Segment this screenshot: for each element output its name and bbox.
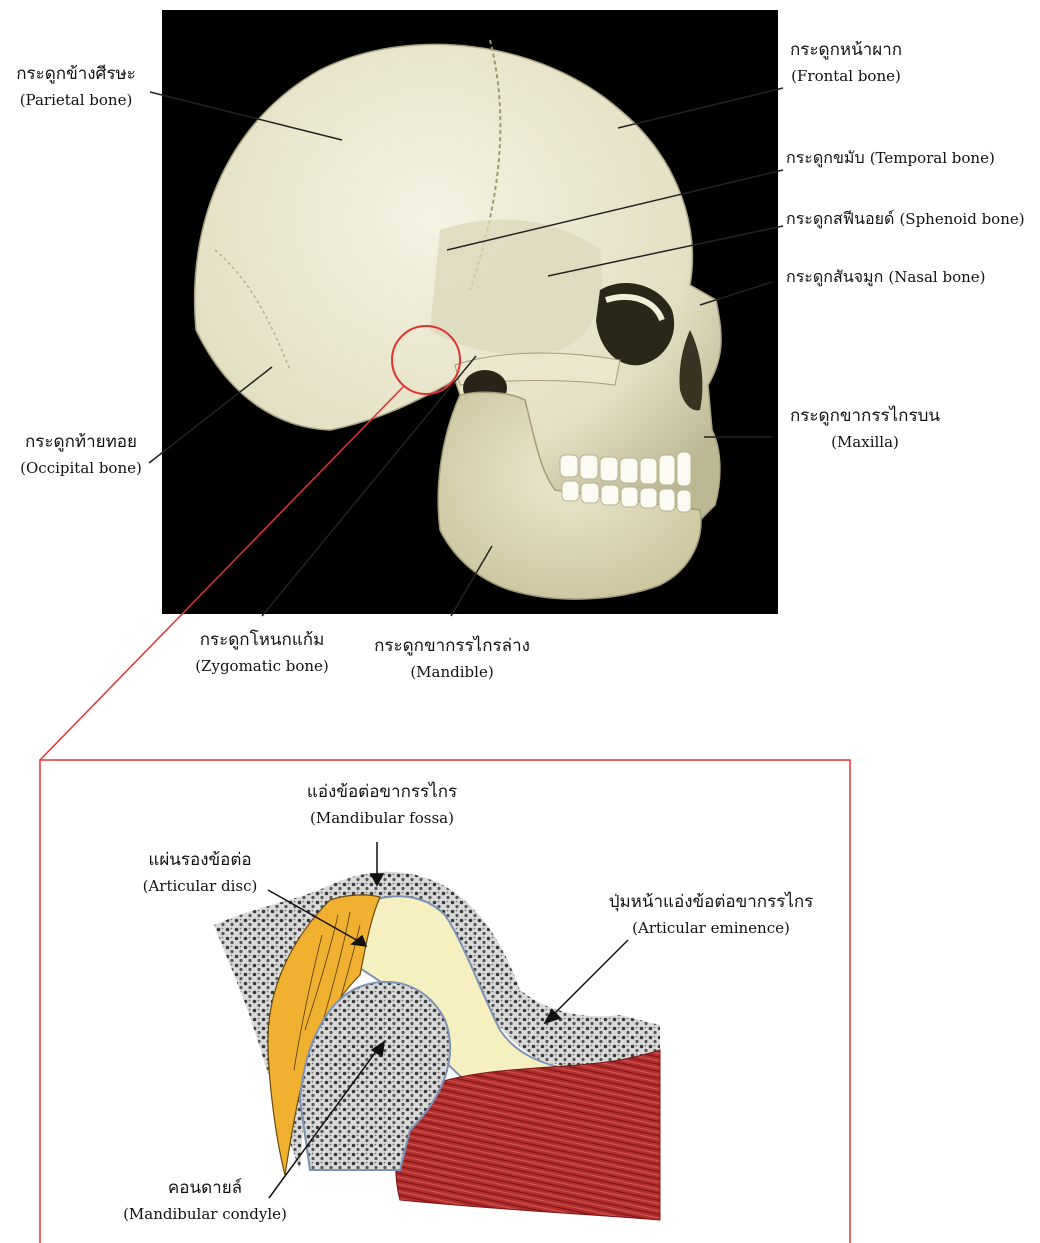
label-articular-disc: แผ่นรองข้อต่อ (Articular disc) [130,852,270,894]
label-nasal-english: (Nasal bone) [888,268,985,286]
label-mandibular-condyle: คอนดายล์ (Mandibular condyle) [112,1180,298,1222]
label-frontal-bone: กระดูกหน้าผาก (Frontal bone) [776,42,916,84]
label-sphenoid-bone: กระดูกสฟีนอยด์ (Sphenoid bone) [786,207,1025,232]
tmj-cross-section [214,872,660,1220]
label-mandibular-fossa: แอ่งข้อต่อขากรรไกร (Mandibular fossa) [292,784,472,826]
label-eminence-thai: ปุ่มหน้าแอ่งข้อต่อขากรรไกร [596,894,826,911]
label-condyle-thai: คอนดายล์ [112,1180,298,1197]
label-mandible: กระดูกขากรรไกรล่าง (Mandible) [362,638,542,680]
label-zygomatic-bone: กระดูกโหนกแก้ม (Zygomatic bone) [182,632,342,674]
label-parietal-thai: กระดูกข้างศีรษะ [6,66,146,83]
label-parietal-english: (Parietal bone) [6,93,146,108]
label-nasal-bone: กระดูกสันจมูก (Nasal bone) [786,265,986,290]
label-fossa-english: (Mandibular fossa) [292,811,472,826]
label-frontal-thai: กระดูกหน้าผาก [776,42,916,59]
label-zygomatic-english: (Zygomatic bone) [182,659,342,674]
label-temporal-thai: กระดูกขมับ [786,148,865,167]
label-nasal-thai: กระดูกสันจมูก [786,267,883,286]
label-temporal-english: (Temporal bone) [870,149,995,167]
label-occipital-bone: กระดูกท้ายทอย (Occipital bone) [8,434,154,476]
label-articular-eminence: ปุ่มหน้าแอ่งข้อต่อขากรรไกร (Articular em… [596,894,826,936]
label-maxilla-english: (Maxilla) [780,435,950,450]
label-disc-english: (Articular disc) [130,879,270,894]
label-zygomatic-thai: กระดูกโหนกแก้ม [182,632,342,649]
label-occipital-thai: กระดูกท้ายทอย [8,434,154,451]
label-temporal-bone: กระดูกขมับ (Temporal bone) [786,146,995,171]
label-maxilla-thai: กระดูกขากรรไกรบน [780,408,950,425]
label-frontal-english: (Frontal bone) [776,69,916,84]
label-mandible-english: (Mandible) [362,665,542,680]
temporal-region [430,220,603,354]
label-mandible-thai: กระดูกขากรรไกรล่าง [362,638,542,655]
label-parietal-bone: กระดูกข้างศีรษะ (Parietal bone) [6,66,146,108]
label-maxilla: กระดูกขากรรไกรบน (Maxilla) [780,408,950,450]
label-occipital-english: (Occipital bone) [8,461,154,476]
label-condyle-english: (Mandibular condyle) [112,1207,298,1222]
label-eminence-english: (Articular eminence) [596,921,826,936]
label-sphenoid-english: (Sphenoid bone) [899,210,1024,228]
label-fossa-thai: แอ่งข้อต่อขากรรไกร [292,784,472,801]
label-sphenoid-thai: กระดูกสฟีนอยด์ [786,209,894,228]
label-disc-thai: แผ่นรองข้อต่อ [130,852,270,869]
